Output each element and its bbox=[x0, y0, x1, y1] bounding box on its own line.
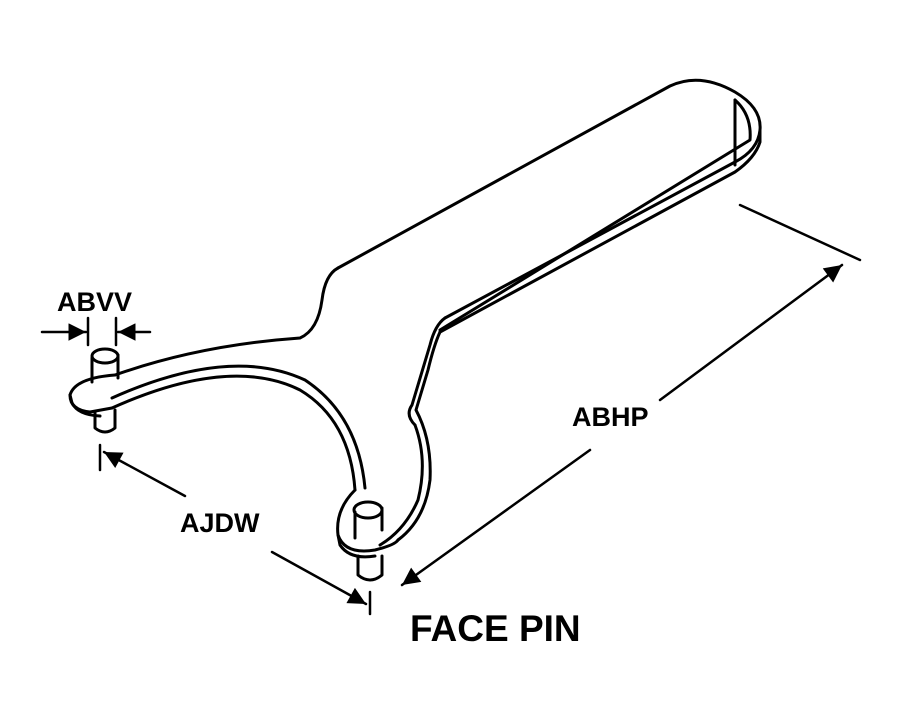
diagram-title: FACE PIN bbox=[410, 608, 581, 649]
wrench-handle bbox=[336, 78, 762, 334]
dimension-abvv bbox=[40, 316, 152, 347]
dimension-ajdw bbox=[98, 443, 372, 616]
label-ajdw: AJDW bbox=[180, 508, 260, 538]
wrench-hook bbox=[68, 266, 447, 582]
label-abvv: ABVV bbox=[57, 287, 133, 317]
label-abhp: ABHP bbox=[572, 402, 649, 432]
dimension-abhp bbox=[400, 203, 862, 587]
